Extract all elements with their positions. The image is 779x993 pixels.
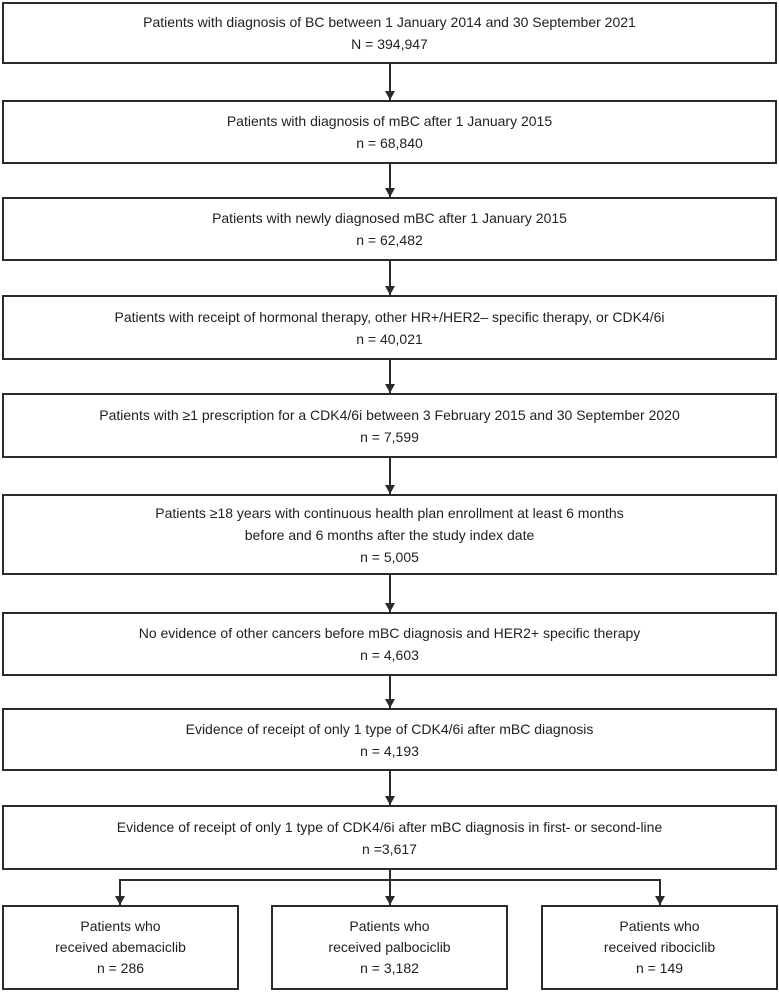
box-text-line: received abemaciclib xyxy=(55,939,186,955)
box-text-line: before and 6 months after the study inde… xyxy=(244,526,535,543)
box-text-line: Patients who xyxy=(80,918,161,934)
box-count-line: n = 149 xyxy=(635,960,684,976)
box-count-line: n = 286 xyxy=(96,960,145,976)
box-text-line: Evidence of receipt of only 1 type of CD… xyxy=(185,720,594,737)
down-arrow-8 xyxy=(385,771,395,805)
leaf-box-palbociclib: Patients who received palbociclib n = 3,… xyxy=(271,905,508,990)
branch-stub-line xyxy=(389,870,391,879)
flow-box-hormonal-therapy: Patients with receipt of hormonal therap… xyxy=(2,295,777,360)
flow-box-bc-diagnosis: Patients with diagnosis of BC between 1 … xyxy=(2,2,777,64)
branch-arrow-left xyxy=(115,879,125,905)
box-text-line: Patients who xyxy=(619,918,700,934)
down-arrow-3 xyxy=(385,261,395,295)
box-count-line: n = 4,193 xyxy=(360,742,419,759)
flow-box-mbc-diagnosis: Patients with diagnosis of mBC after 1 J… xyxy=(2,100,777,164)
box-count-line: n = 4,603 xyxy=(360,647,419,663)
leaf-box-ribociclib: Patients who received ribociclib n = 149 xyxy=(541,905,778,990)
down-arrow-4 xyxy=(385,360,395,393)
down-arrow-5 xyxy=(385,458,395,494)
flow-box-newly-diagnosed-mbc: Patients with newly diagnosed mBC after … xyxy=(2,197,777,261)
box-count-line: n = 62,482 xyxy=(356,232,423,248)
flow-box-no-other-cancers: No evidence of other cancers before mBC … xyxy=(2,612,777,676)
box-text-line: Patients with newly diagnosed mBC after … xyxy=(212,210,567,226)
box-count-line: N = 394,947 xyxy=(351,36,428,52)
flow-box-cdk46i-prescription: Patients with ≥1 prescription for a CDK4… xyxy=(2,393,777,458)
box-count-line: n = 7,599 xyxy=(360,428,419,445)
box-text-line: Patients with diagnosis of BC between 1 … xyxy=(143,14,636,30)
box-count-line: n = 68,840 xyxy=(356,135,423,151)
flow-box-single-cdk46i: Evidence of receipt of only 1 type of CD… xyxy=(2,708,777,771)
branch-arrow-right xyxy=(655,879,665,905)
box-text-line: Patients with receipt of hormonal therap… xyxy=(114,308,665,325)
box-text-line: Patients with ≥1 prescription for a CDK4… xyxy=(99,406,680,423)
box-text-line: received ribociclib xyxy=(603,939,716,955)
box-text-line: Patients with diagnosis of mBC after 1 J… xyxy=(226,113,553,129)
down-arrow-7 xyxy=(385,676,395,708)
box-count-line: n = 5,005 xyxy=(360,548,419,565)
box-count-line: n = 40,021 xyxy=(356,330,423,347)
box-text-line: Patients who xyxy=(349,918,430,934)
flow-box-single-cdk46i-line: Evidence of receipt of only 1 type of CD… xyxy=(2,805,777,870)
branch-arrow-middle xyxy=(385,879,395,905)
box-text-line: No evidence of other cancers before mBC … xyxy=(138,625,641,641)
box-count-line: n =3,617 xyxy=(362,840,417,857)
box-count-line: n = 3,182 xyxy=(360,960,419,976)
down-arrow-2 xyxy=(385,164,395,197)
down-arrow-6 xyxy=(385,575,395,612)
box-text-line: Patients ≥18 years with continuous healt… xyxy=(155,504,624,521)
down-arrow-1 xyxy=(385,64,395,100)
leaf-box-abemaciclib: Patients who received abemaciclib n = 28… xyxy=(2,905,239,990)
flow-box-enrollment: Patients ≥18 years with continuous healt… xyxy=(2,494,777,575)
box-text-line: received palbociclib xyxy=(328,939,451,955)
box-text-line: Evidence of receipt of only 1 type of CD… xyxy=(116,818,663,835)
